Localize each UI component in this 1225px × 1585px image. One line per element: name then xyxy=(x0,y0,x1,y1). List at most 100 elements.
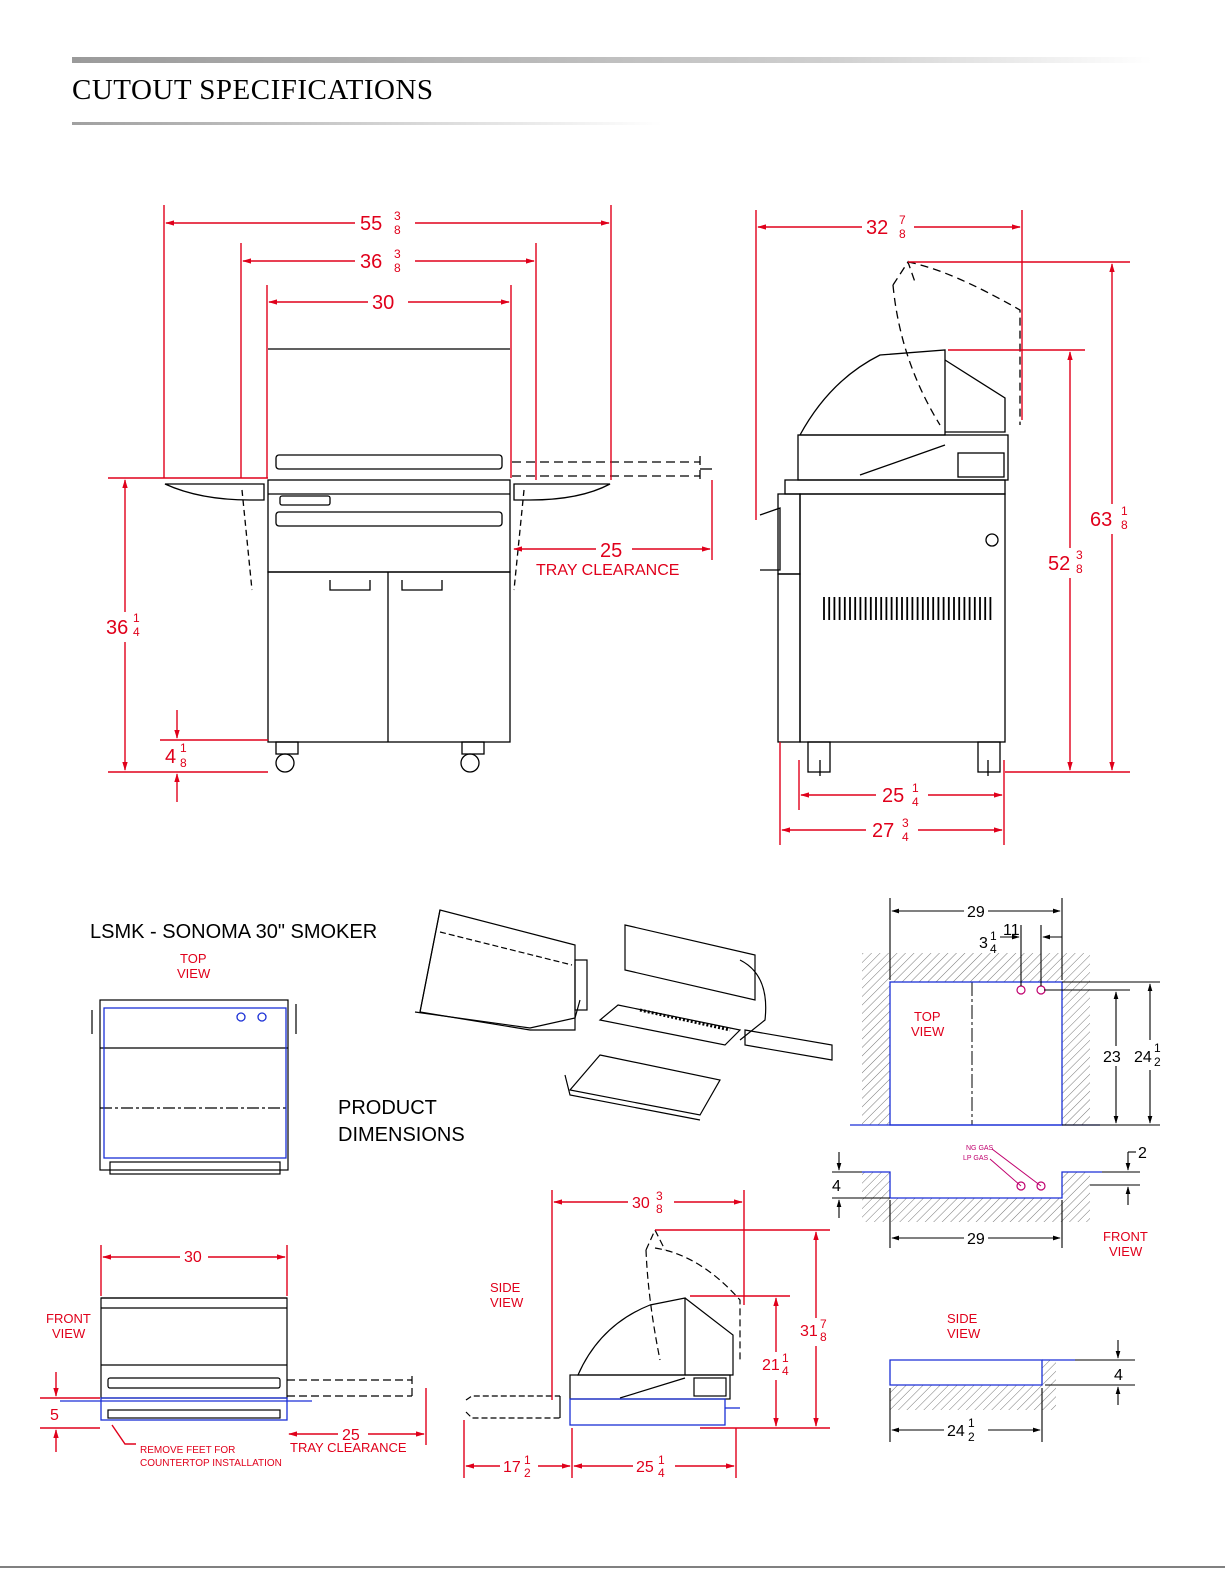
dim-unit-tray-clearance: 25 xyxy=(342,1427,360,1444)
dim-unit-open-height-num: 7 xyxy=(820,1317,827,1331)
cutout-front-view-label-1: FRONT xyxy=(1103,1229,1148,1244)
dim-cutout-outer-depth-num: 1 xyxy=(1154,1041,1161,1055)
dim-cutout-side-depth-whole: 24 xyxy=(947,1423,965,1440)
cutout-front-drawing xyxy=(862,1148,1102,1222)
cutout-top-view-label-2: VIEW xyxy=(911,1024,945,1039)
dim-cutout-front-width: 29 xyxy=(967,1231,985,1248)
dim-overall-width-den: 8 xyxy=(394,223,401,237)
dim-counter-height-den: 4 xyxy=(133,625,140,639)
unit-front-view-label-2: VIEW xyxy=(52,1326,86,1341)
dim-closed-height-den: 8 xyxy=(1076,562,1083,576)
dim-unit-base-depth-den: 4 xyxy=(658,1466,665,1480)
dim-gas-spacing-num: 1 xyxy=(990,929,997,943)
unit-side-view-label-1: SIDE xyxy=(490,1280,521,1295)
dim-unit-closed-height-whole: 21 xyxy=(762,1357,780,1374)
dim-cutout-side-depth-den: 2 xyxy=(968,1430,975,1444)
dim-cutout-side-height: 4 xyxy=(1114,1367,1123,1384)
dim-base-depth-num: 1 xyxy=(912,781,919,795)
dim-unit-top-depth-den: 8 xyxy=(656,1202,663,1216)
product-dimensions-line1: PRODUCT xyxy=(338,1097,437,1119)
dim-unit-top-depth-num: 3 xyxy=(656,1189,663,1203)
lp-gas-label: LP GAS xyxy=(963,1155,988,1162)
dim-feet-height: 5 xyxy=(50,1407,59,1424)
cutout-side-dimensions xyxy=(889,1340,1135,1442)
unit-front-outline xyxy=(100,1397,288,1421)
unit-top-view-label-1: TOP xyxy=(180,951,207,966)
feet-note-line1: REMOVE FEET FOR xyxy=(140,1445,235,1456)
cutout-side-view-label-2: VIEW xyxy=(947,1326,981,1341)
cart-front-dimensions xyxy=(108,205,713,802)
dim-open-height-num: 1 xyxy=(1121,504,1128,518)
cart-side-drawing xyxy=(759,260,1021,776)
dim-open-height-whole: 63 xyxy=(1090,509,1112,531)
dim-overall-width-whole: 55 xyxy=(360,213,382,235)
cart-side-dimensions xyxy=(755,210,1130,845)
dim-tray-clearance: 25 xyxy=(600,540,622,562)
header-rule-bottom xyxy=(72,122,662,125)
cutout-top-drawing xyxy=(850,953,1100,1126)
dim-unit-closed-height-num: 1 xyxy=(782,1351,789,1365)
cart-side-vents xyxy=(823,597,992,620)
unit-top-drawing xyxy=(91,999,297,1175)
dim-base-depth-den: 4 xyxy=(912,795,919,809)
dim-closed-height-num: 3 xyxy=(1076,548,1083,562)
cutout-side-view-label-1: SIDE xyxy=(947,1311,978,1326)
dim-cutout-inner-depth: 23 xyxy=(1103,1049,1121,1066)
dim-tray-depth-num: 1 xyxy=(524,1453,531,1467)
smoker-closed-illustration xyxy=(414,909,588,1031)
unit-front-dimensions xyxy=(40,1245,427,1452)
unit-side-drawing xyxy=(465,1228,741,1419)
unit-front-view-label-1: FRONT xyxy=(46,1311,91,1326)
dim-unit-base-depth-num: 1 xyxy=(658,1453,665,1467)
dim-cutout-front-depth: 4 xyxy=(832,1178,841,1195)
dim-tray-depth-whole: 17 xyxy=(503,1459,521,1476)
ng-gas-label: NG GAS xyxy=(966,1145,994,1152)
cutout-front-view-label-2: VIEW xyxy=(1109,1244,1143,1259)
unit-tray-clearance-label: TRAY CLEARANCE xyxy=(290,1440,407,1455)
unit-top-outline xyxy=(103,1007,287,1159)
cutout-top-view-label-1: TOP xyxy=(914,1009,941,1024)
model-title: LSMK - SONOMA 30" SMOKER xyxy=(90,921,377,943)
dim-unit-open-height-whole: 31 xyxy=(800,1323,818,1340)
dim-counter-height-num: 1 xyxy=(133,611,140,625)
header-rule-top xyxy=(72,57,1152,63)
gas-inlet-lp xyxy=(257,1012,267,1022)
dim-cabinet-width-den: 8 xyxy=(394,261,401,275)
unit-side-dimensions xyxy=(463,1190,830,1478)
dim-caster-height-num: 1 xyxy=(180,741,187,755)
dim-gas-offset: 11 xyxy=(1003,922,1020,939)
unit-top-view-label-2: VIEW xyxy=(177,966,211,981)
unit-side-view-label-2: VIEW xyxy=(490,1295,524,1310)
dim-unit-top-depth-whole: 30 xyxy=(632,1195,650,1212)
dim-closed-height-whole: 52 xyxy=(1048,553,1070,575)
dim-gas-spacing-den: 4 xyxy=(990,942,997,956)
feet-note-line2: COUNTERTOP INSTALLATION xyxy=(140,1458,282,1469)
product-dimensions-line2: DIMENSIONS xyxy=(338,1124,465,1146)
cutout-side-drawing xyxy=(889,1359,1075,1410)
dim-caster-height-den: 8 xyxy=(180,756,187,770)
unit-side-outline xyxy=(569,1398,726,1426)
dim-cutout-outer-depth-den: 2 xyxy=(1154,1055,1161,1069)
dim-cart-depth-den: 4 xyxy=(902,830,909,844)
dim-cutout-side-depth-num: 1 xyxy=(968,1416,975,1430)
cutout-front-dimensions xyxy=(832,1151,1140,1248)
smoker-open-illustration xyxy=(564,924,833,1121)
dim-cutout-width: 29 xyxy=(967,904,985,921)
dim-overall-width-num: 3 xyxy=(394,209,401,223)
dim-cart-depth-num: 3 xyxy=(902,816,909,830)
tray-clearance-label: TRAY CLEARANCE xyxy=(536,562,679,579)
dim-side-depth-den: 8 xyxy=(899,227,906,241)
dim-cart-depth-whole: 27 xyxy=(872,820,894,842)
dim-tray-depth-den: 2 xyxy=(524,1466,531,1480)
dim-base-depth-whole: 25 xyxy=(882,785,904,807)
dim-unit-front-width: 30 xyxy=(184,1249,202,1266)
dim-unit-base-depth-whole: 25 xyxy=(636,1459,654,1476)
dim-unit-open-height-den: 8 xyxy=(820,1330,827,1344)
page-title: CUTOUT SPECIFICATIONS xyxy=(72,74,434,106)
dim-cabinet-width-num: 3 xyxy=(394,247,401,261)
dim-caster-height-whole: 4 xyxy=(165,746,176,768)
dim-side-depth-num: 7 xyxy=(899,213,906,227)
dim-unit-closed-height-den: 4 xyxy=(782,1364,789,1378)
dim-cutout-outer-depth-whole: 24 xyxy=(1134,1049,1152,1066)
dim-gas-spacing-whole: 3 xyxy=(979,935,988,952)
